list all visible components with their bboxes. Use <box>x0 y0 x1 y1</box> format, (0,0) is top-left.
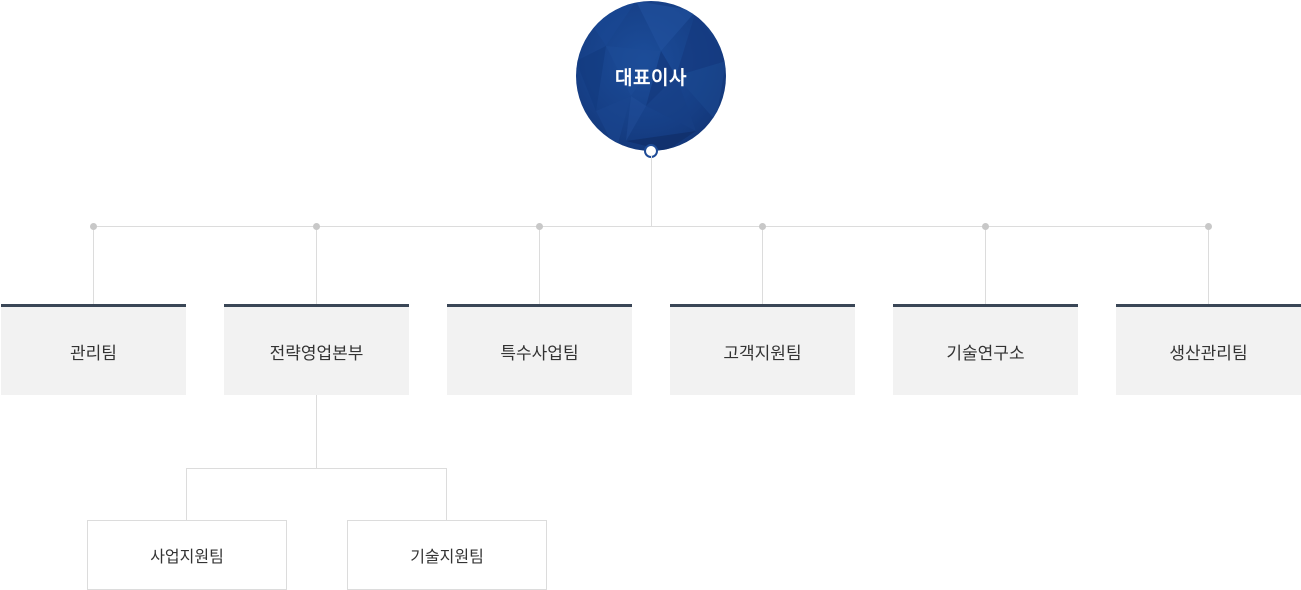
department-customer-support: 고객지원팀 <box>670 304 855 395</box>
ceo-facet-pattern <box>576 1 726 151</box>
subteam-drop-line <box>186 468 187 520</box>
department-strategic-sales: 전략영업본부 <box>224 304 409 395</box>
department-drop-line <box>539 230 540 304</box>
subteam-horizontal-connector <box>186 468 447 469</box>
department-drop-line <box>985 230 986 304</box>
ceo-label: 대표이사 <box>615 66 687 89</box>
subteam-vertical-connector <box>316 395 317 468</box>
department-research-lab: 기술연구소 <box>893 304 1078 395</box>
connector-dot <box>759 223 766 230</box>
connector-dot <box>536 223 543 230</box>
ceo-node: 대표이사 <box>576 1 726 151</box>
subteam-business-support: 사업지원팀 <box>87 520 287 590</box>
subteam-drop-line <box>446 468 447 520</box>
department-special-business: 특수사업팀 <box>447 304 632 395</box>
connector-dot <box>1205 223 1212 230</box>
department-drop-line <box>316 230 317 304</box>
department-drop-line <box>1208 230 1209 304</box>
department-horizontal-connector <box>93 226 1209 227</box>
subteam-technical-support: 기술지원팀 <box>347 520 547 590</box>
department-management: 관리팀 <box>1 304 186 395</box>
connector-dot <box>90 223 97 230</box>
connector-dot <box>982 223 989 230</box>
connector-dot <box>313 223 320 230</box>
ceo-vertical-connector <box>651 156 652 226</box>
department-production-management: 생산관리팀 <box>1116 304 1301 395</box>
department-drop-line <box>762 230 763 304</box>
department-drop-line <box>93 230 94 304</box>
